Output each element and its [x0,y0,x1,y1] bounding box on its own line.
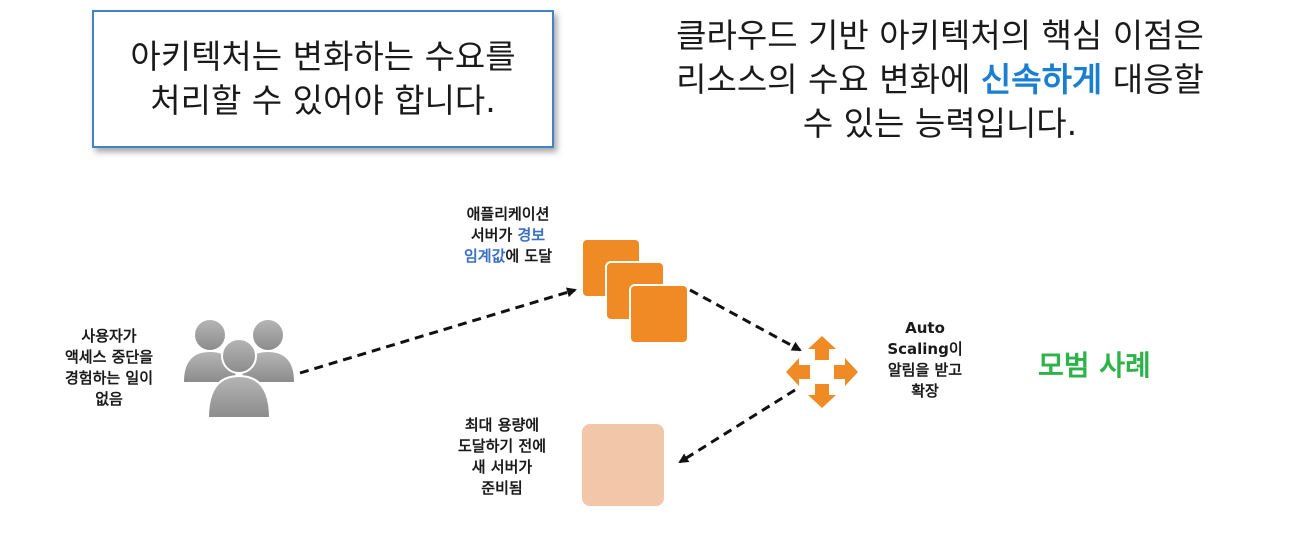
headline-line-2-start: 리소스의 수요 변화에 [676,60,981,99]
new-server-label-line: 도달하기 전에 [457,437,547,455]
new-server-icon [582,424,664,506]
headline-line-2-end: 대응할 [1102,60,1204,99]
headline-line-2: 리소스의 수요 변화에 신속하게 대응할 [610,58,1270,102]
autoscaling-label-line: Auto [905,319,945,337]
app-server-text: 서버가 [470,226,518,244]
autoscaling-label-line: 확장 [911,382,939,400]
app-server-label-line: 임계값에 도달 [438,246,578,267]
app-server-label: 애플리케이션 서버가 경보 임계값에 도달 [438,204,578,267]
best-practice-label: 모범 사례 [1038,349,1151,382]
autoscaling-label: Auto Scaling이 알림을 받고 확장 [866,318,984,402]
users-label-line: 액세스 중단을 [64,348,154,366]
new-server-label-line: 최대 용량에 [464,416,540,434]
threshold-text: 임계값 [463,247,506,265]
users-icon [184,320,294,419]
users-label: 사용자가 액세스 중단을 경험하는 일이 없음 [44,326,174,410]
callout-box: 아키텍처는 변화하는 수요를 처리할 수 있어야 합니다. [92,10,554,148]
auto-scaling-icon [786,336,858,408]
headline-line-1: 클라우드 기반 아키텍처의 핵심 이점은 [676,16,1204,55]
arrow-autoscaling-to-newserver [678,388,796,464]
headline: 클라우드 기반 아키텍처의 핵심 이점은 리소스의 수요 변화에 신속하게 대응… [610,14,1270,146]
users-label-line: 없음 [95,390,123,408]
arrow-users-to-server [299,287,577,375]
reached-text: 에 도달 [505,247,553,265]
alarm-text: 경보 [517,226,546,244]
arrow-server-to-autoscaling [689,288,802,352]
headline-line-3: 수 있는 능력입니다. [802,104,1078,143]
users-label-line: 사용자가 [81,327,137,345]
autoscaling-label-line: Scaling이 [887,340,963,358]
callout-line-1: 아키텍처는 변화하는 수요를 [130,37,516,76]
app-server-label-line: 애플리케이션 [466,205,550,223]
headline-emphasis: 신속하게 [980,60,1103,99]
new-server-label-line: 새 서버가 [471,458,533,476]
new-server-label: 최대 용량에 도달하기 전에 새 서버가 준비됨 [432,415,572,499]
autoscaling-label-line: 알림을 받고 [887,361,963,379]
server-stack-icon [581,238,689,344]
users-label-line: 경험하는 일이 [64,369,154,387]
new-server-label-line: 준비됨 [481,479,523,497]
app-server-label-line: 서버가 경보 [438,225,578,246]
callout-line-2: 처리할 수 있어야 합니다. [150,81,496,120]
